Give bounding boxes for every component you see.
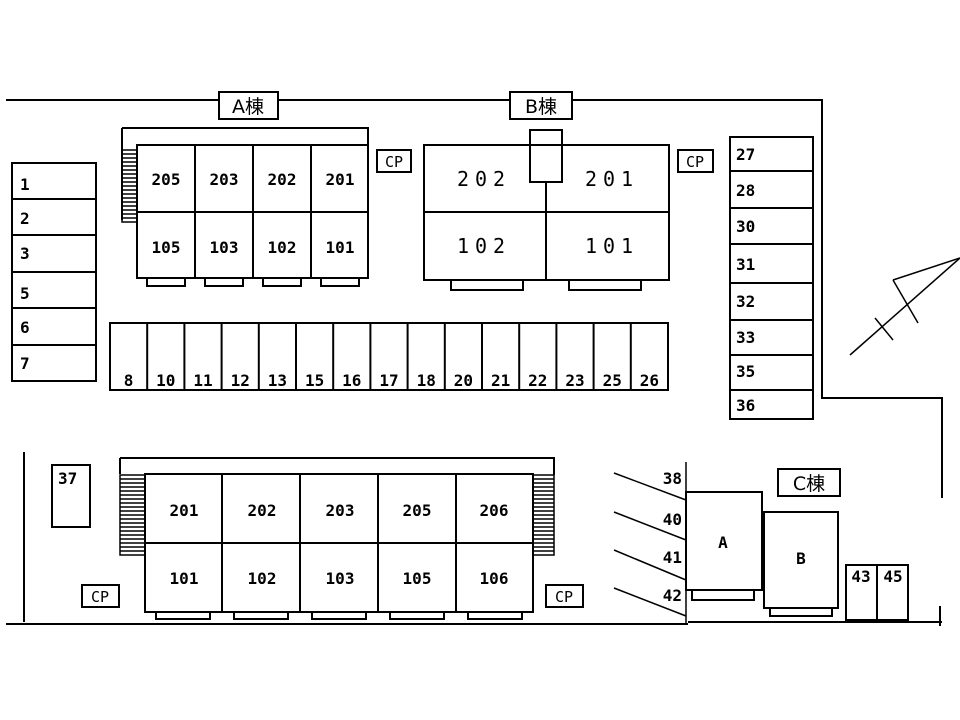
tree-symbol xyxy=(849,257,960,356)
unit-label: 205 xyxy=(152,170,181,189)
parking-number: 42 xyxy=(663,586,682,605)
parking-number: 22 xyxy=(528,371,547,390)
unit-label: A xyxy=(718,533,728,552)
parking-number: 1 xyxy=(20,175,30,194)
parking-number: 41 xyxy=(663,548,682,567)
parking-number: 18 xyxy=(417,371,436,390)
parking-bottom-right xyxy=(845,564,909,621)
parking-left-column xyxy=(11,162,97,382)
unit-label: 206 xyxy=(480,501,509,520)
parking-number: 30 xyxy=(736,217,755,236)
parking-number: 37 xyxy=(58,469,77,488)
parking-number: 8 xyxy=(124,371,134,390)
parking-number: 17 xyxy=(379,371,398,390)
parking-number: 3 xyxy=(20,244,30,263)
parking-middle-row xyxy=(109,322,669,391)
unit-label: 201 xyxy=(326,170,355,189)
building-b xyxy=(423,129,670,291)
cp-label: CP xyxy=(555,588,573,606)
parking-number: 21 xyxy=(491,371,510,390)
building-a-label: A棟 xyxy=(232,96,264,118)
unit-label: 201 xyxy=(170,501,199,520)
cp-label: CP xyxy=(385,153,403,171)
unit-label: 202 xyxy=(457,167,511,191)
parking-number: 27 xyxy=(736,145,755,164)
parking-number: 40 xyxy=(663,510,682,529)
parking-number: 36 xyxy=(736,396,755,415)
unit-label: 105 xyxy=(403,569,432,588)
parking-number: 13 xyxy=(268,371,287,390)
unit-label: 106 xyxy=(480,569,509,588)
parking-number: 33 xyxy=(736,328,755,347)
parking-number: 43 xyxy=(851,567,870,586)
parking-number: 5 xyxy=(20,284,30,303)
site-boundary-bottom xyxy=(6,621,942,625)
parking-number: 10 xyxy=(156,371,175,390)
unit-label: 102 xyxy=(268,238,297,257)
unit-label: 101 xyxy=(326,238,355,257)
cp-label: CP xyxy=(686,153,704,171)
parking-number: 16 xyxy=(342,371,361,390)
building-bottom xyxy=(119,457,555,620)
parking-number: 31 xyxy=(736,255,755,274)
unit-label: 105 xyxy=(152,238,181,257)
building-c-label: C棟 xyxy=(793,473,825,495)
unit-label: 202 xyxy=(268,170,297,189)
parking-number: 20 xyxy=(454,371,473,390)
unit-label: 101 xyxy=(170,569,199,588)
building-c xyxy=(685,491,839,617)
unit-label: B xyxy=(796,549,806,568)
parking-number: 7 xyxy=(20,354,30,373)
unit-label: 205 xyxy=(403,501,432,520)
parking-number: 2 xyxy=(20,209,30,228)
parking-number: 11 xyxy=(193,371,212,390)
parking-number: 28 xyxy=(736,181,755,200)
parking-number: 15 xyxy=(305,371,324,390)
parking-right-column xyxy=(729,136,814,420)
parking-number: 26 xyxy=(640,371,659,390)
unit-label: 201 xyxy=(585,167,639,191)
cp-label: CP xyxy=(91,588,109,606)
unit-label: 101 xyxy=(585,234,639,258)
parking-number: 35 xyxy=(736,362,755,381)
parking-number: 12 xyxy=(231,371,250,390)
unit-label: 102 xyxy=(248,569,277,588)
unit-label: 103 xyxy=(326,569,355,588)
parking-number: 23 xyxy=(565,371,584,390)
parking-middle-row-labels: 8 10 11 12 13 15 16 17 18 20 21 22 23 25 26 xyxy=(124,371,659,390)
parking-number: 45 xyxy=(883,567,902,586)
building-a xyxy=(121,127,369,287)
unit-label: 203 xyxy=(326,501,355,520)
parking-number: 6 xyxy=(20,318,30,337)
unit-label: 202 xyxy=(248,501,277,520)
stairs xyxy=(119,149,555,556)
unit-label: 203 xyxy=(210,170,239,189)
site-boundary-top xyxy=(6,99,943,498)
parking-number: 25 xyxy=(603,371,622,390)
building-b-label: B棟 xyxy=(525,96,557,118)
unit-label: 102 xyxy=(457,234,511,258)
unit-label: 103 xyxy=(210,238,239,257)
parking-number: 38 xyxy=(663,469,682,488)
parking-number: 32 xyxy=(736,292,755,311)
parking-space-37 xyxy=(51,464,91,528)
